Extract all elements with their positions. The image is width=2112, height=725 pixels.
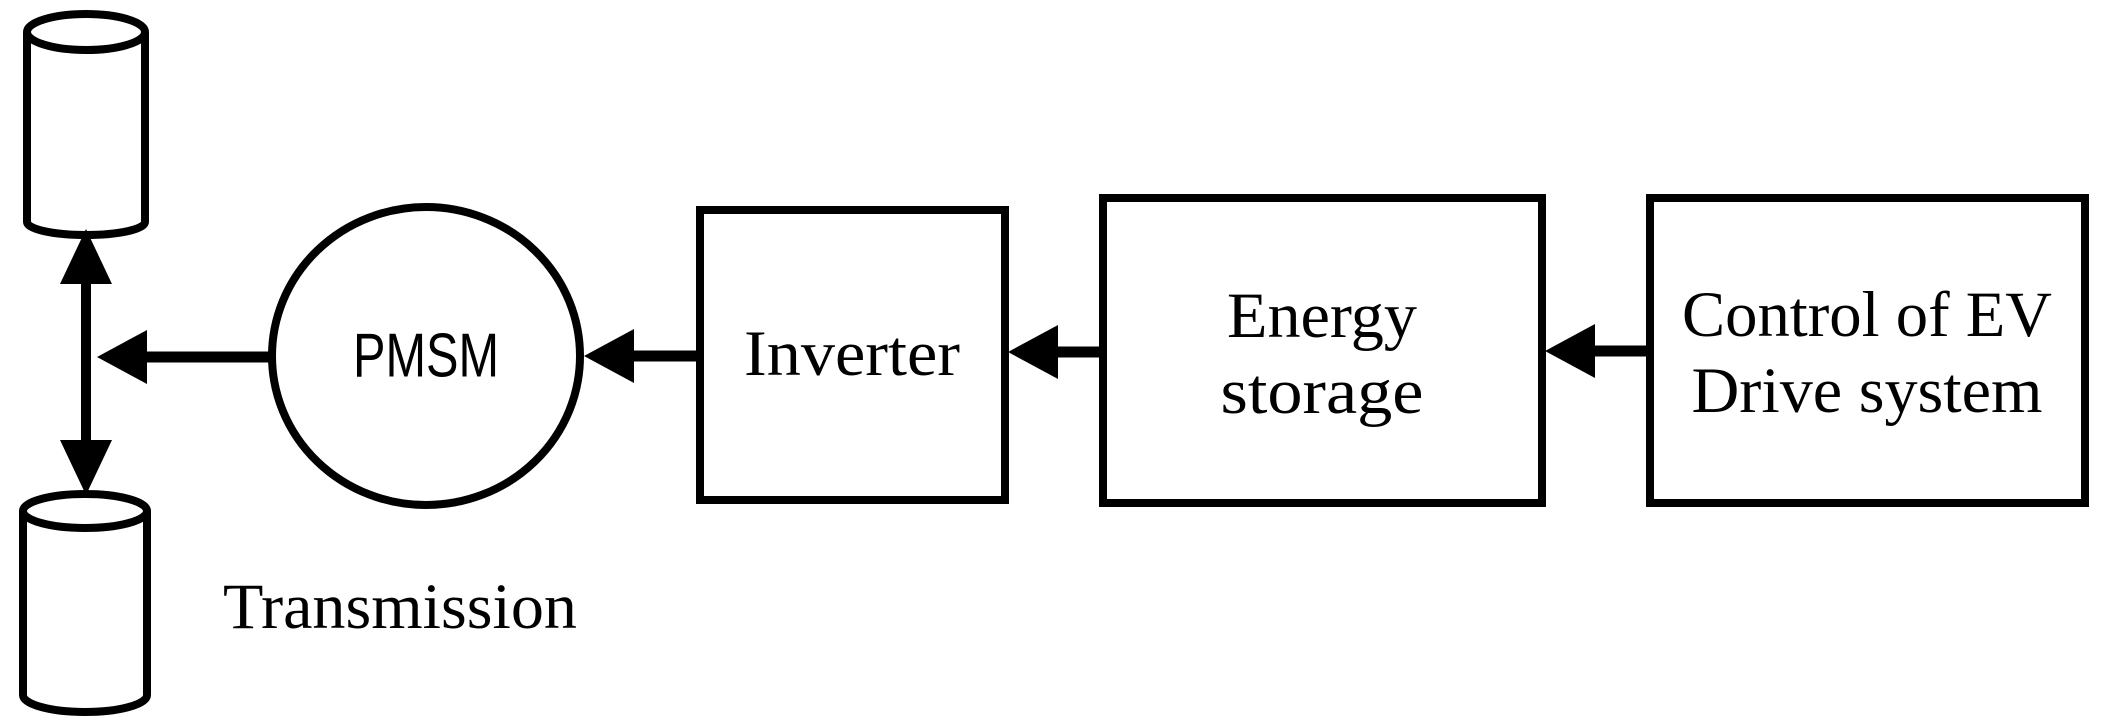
arrow-control-to-energy-storage <box>1545 324 1652 378</box>
pmsm-label: PMSM <box>353 322 499 391</box>
control-label-line-1: Control of EV <box>1682 279 2052 351</box>
arrowhead-left-icon <box>584 329 634 383</box>
inverter-label: Inverter <box>744 318 960 390</box>
axle-double-arrow <box>60 229 112 495</box>
pmsm-node: PMSM <box>268 203 584 509</box>
energy-storage-label-line-1: Energy <box>1227 280 1418 352</box>
energy-storage-label-line-2: storage <box>1221 356 1424 428</box>
wheel-cylinder-top <box>23 10 149 239</box>
energy-storage-node: Energy storage <box>1099 194 1546 507</box>
wheel-cylinder-bottom <box>19 490 151 716</box>
arrowhead-up-icon <box>60 229 112 284</box>
control-node: Control of EV Drive system <box>1646 194 2089 507</box>
arrow-inverter-to-pmsm <box>584 329 703 383</box>
control-label-line-2: Drive system <box>1692 355 2043 427</box>
arrowhead-down-icon <box>60 440 112 495</box>
arrow-energy-storage-to-inverter <box>1008 325 1106 379</box>
arrowhead-left-icon <box>1545 324 1595 378</box>
arrowhead-left-icon <box>1008 325 1058 379</box>
arrow-pmsm-to-transmission <box>97 330 272 384</box>
transmission-label: Transmission <box>223 571 577 643</box>
inverter-node: Inverter <box>696 206 1009 504</box>
arrowhead-left-icon <box>97 330 147 384</box>
